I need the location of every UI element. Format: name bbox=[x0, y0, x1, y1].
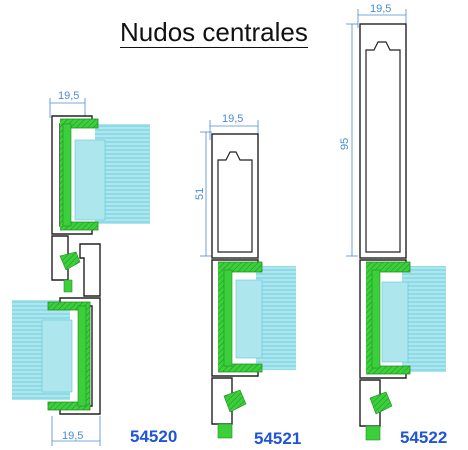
glass-54522 bbox=[381, 266, 446, 372]
bottom-piece-54521 bbox=[211, 377, 247, 439]
dim-height-label-54522: 95 bbox=[339, 138, 351, 150]
page-title: Nudos centrales bbox=[120, 17, 308, 48]
upper-profile-54520 bbox=[51, 115, 99, 235]
dim-bottom-label-54520: 19,5 bbox=[62, 430, 83, 442]
glass-54521 bbox=[235, 266, 296, 370]
section-54522: 19,5 95 bbox=[339, 3, 446, 441]
section-54521: 19,5 51 bbox=[194, 113, 296, 439]
lower-profile-54520 bbox=[47, 297, 101, 415]
dim-top-label-54521: 19,5 bbox=[222, 113, 243, 125]
dim-top-label-54522: 19,5 bbox=[370, 3, 391, 15]
lower-profile-54522 bbox=[359, 259, 411, 379]
lower-glass-54520 bbox=[12, 300, 73, 400]
dim-height-54522 bbox=[346, 23, 358, 257]
code-54520: 54520 bbox=[130, 427, 178, 446]
upper-profile-54521 bbox=[211, 133, 259, 259]
dim-height-54521 bbox=[200, 131, 212, 257]
code-54521: 54521 bbox=[254, 429, 302, 448]
upper-glass-54520 bbox=[74, 124, 150, 224]
dim-bottom-54520 bbox=[51, 416, 101, 446]
central-connector-54520 bbox=[51, 235, 101, 297]
code-54522: 54522 bbox=[400, 428, 448, 447]
dim-top-label-54520: 19,5 bbox=[58, 90, 79, 102]
dim-top-54520 bbox=[49, 98, 86, 118]
upper-profile-54522 bbox=[359, 23, 407, 259]
lower-profile-54521 bbox=[211, 259, 263, 377]
section-54520: 19,5 bbox=[12, 90, 150, 446]
bottom-piece-54522 bbox=[359, 379, 393, 441]
dim-height-label-54521: 51 bbox=[194, 188, 206, 200]
